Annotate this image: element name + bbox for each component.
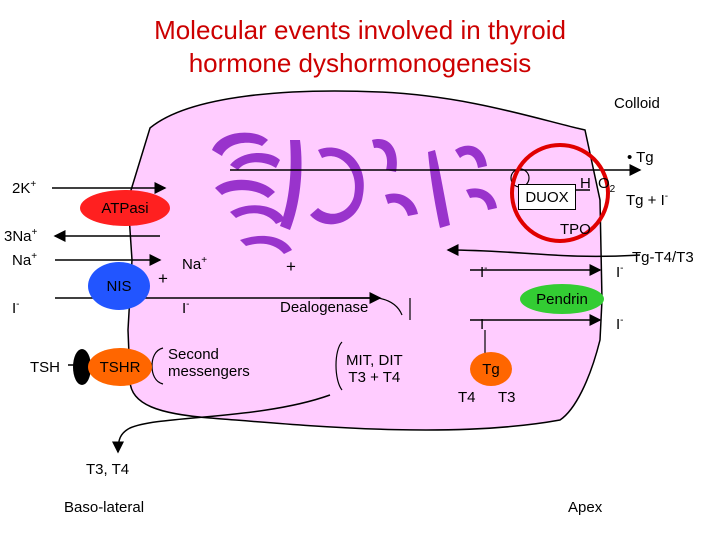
sodium-text: Na <box>12 252 32 269</box>
iodide-apical-2: I- <box>480 315 488 333</box>
tshr-label: TSHR <box>99 358 141 376</box>
iodide-apical-2-text: I <box>480 316 485 333</box>
atpase-label: ATPasi <box>101 199 149 217</box>
title-line-2: hormone dyshormonogenesis <box>188 47 532 78</box>
t3-label: T3 <box>498 389 516 406</box>
duox-label: DUOX <box>525 188 569 206</box>
h2o2-label: H <box>580 176 591 191</box>
sodium-3-text: 3Na <box>4 228 32 245</box>
iodide-outer-charge: - <box>16 299 20 310</box>
dealogenase-label: Dealogenase <box>280 299 369 316</box>
pendrin-transporter: Pendrin <box>520 284 604 314</box>
h2o2-subscript: 2 <box>609 184 616 195</box>
organelle-3 <box>215 179 275 198</box>
tg-ball-label: Tg <box>482 360 500 378</box>
sodium-inner-text: Na <box>182 256 202 273</box>
iodide-inner-label: I- <box>182 299 190 317</box>
organelle-11 <box>455 145 487 168</box>
tg-colloid-label: • Tg <box>627 149 654 166</box>
nis-label: NIS <box>106 277 132 295</box>
sodium-3-label: 3Na+ <box>4 227 38 245</box>
baso-lateral-label: Baso-lateral <box>64 499 145 516</box>
hormone-release-arrow <box>112 394 331 454</box>
potassium-text: 2K <box>12 180 31 197</box>
second-messengers-line-1: Second <box>168 346 219 363</box>
apex-label: Apex <box>568 499 603 516</box>
h2o2-h-text: H <box>580 175 591 192</box>
iodide-inner-charge: - <box>186 299 190 310</box>
h2o2-o-label: O2 <box>598 176 615 195</box>
iodide-apical-1-text: I <box>480 264 485 281</box>
iodide-apical-1: I- <box>480 263 488 281</box>
potassium-label: 2K+ <box>12 179 37 197</box>
tsh-label: TSH <box>30 359 60 376</box>
iodide-inner-text: I <box>182 300 187 317</box>
pendrin-label: Pendrin <box>536 290 588 308</box>
nis-transporter: NIS <box>88 262 150 310</box>
colloid-label: Colloid <box>614 95 660 112</box>
tg-iodide-text: Tg + I <box>626 192 665 209</box>
second-messenger-bracket <box>151 347 164 385</box>
iodide-colloid-1-text: I <box>616 264 621 281</box>
mit-dit-line-2: T3 + T4 <box>348 369 401 387</box>
sodium-inner-label: Na+ <box>182 255 208 273</box>
h2o2-o-text: O <box>598 175 610 192</box>
organelle-2 <box>230 153 280 170</box>
iodide-colloid-2: I- <box>616 315 624 333</box>
tg-iodide-label: Tg + I- <box>626 191 669 209</box>
plus-sign-2: + <box>286 257 296 276</box>
second-messengers-line-2: messengers <box>168 363 250 381</box>
organelle-4 <box>230 205 285 224</box>
mit-dit-line-1: MIT, DIT <box>346 352 403 369</box>
tsh-receptor: TSHR <box>88 348 152 386</box>
organelle-1 <box>212 132 268 156</box>
organelle-9 <box>385 193 418 216</box>
tg-t4-t3-label: Tg-T4/T3 <box>632 249 694 266</box>
iodide-colloid-2-text: I <box>616 316 621 333</box>
tpo-label: TPO <box>560 221 591 238</box>
diagram-title: Molecular events involved in thyroid hor… <box>0 14 720 79</box>
iodide-outer-text: I <box>12 300 17 317</box>
atpase-pump: ATPasi <box>80 190 170 226</box>
sodium-3-charge: + <box>31 227 38 238</box>
mit-dit-bracket <box>335 341 343 391</box>
tsh-receptor-domain <box>73 349 91 385</box>
mit-dit-label: MIT, DIT T3 + T4 <box>346 352 403 387</box>
t3-t4-output-label: T3, T4 <box>86 461 130 478</box>
iodide-colloid-1-charge: - <box>620 263 624 274</box>
plus-sign-1: + <box>158 269 168 288</box>
organelle-5 <box>240 235 292 254</box>
sodium-charge: + <box>31 251 38 262</box>
iodide-apical-1-charge: - <box>484 263 488 274</box>
organelle-12 <box>466 188 497 210</box>
tg-iodide-charge: - <box>664 191 669 202</box>
title-line-1: Molecular events involved in thyroid <box>154 15 566 45</box>
t4-label: T4 <box>458 389 476 406</box>
thyroid-cell <box>127 90 603 431</box>
sodium-label: Na+ <box>12 251 38 269</box>
thyroglobulin-droplet: Tg <box>470 352 512 386</box>
potassium-charge: + <box>30 179 37 190</box>
duox-highlight-circle <box>510 143 610 243</box>
organelle-8 <box>372 139 397 172</box>
organelle-7 <box>310 147 364 225</box>
second-messengers-label: Second messengers <box>168 346 250 381</box>
iodide-outer-label: I- <box>12 299 20 317</box>
organelle-6 <box>280 140 302 230</box>
iodide-colloid-2-charge: - <box>620 315 624 326</box>
iodide-colloid-1: I- <box>616 263 624 281</box>
tg-endocytosis-arrow <box>446 244 641 258</box>
dealogenase-bracket <box>377 297 403 316</box>
sodium-inner-charge: + <box>201 255 208 266</box>
iodide-apical-2-charge: - <box>484 315 488 326</box>
duox-enzyme: DUOX <box>518 184 576 210</box>
